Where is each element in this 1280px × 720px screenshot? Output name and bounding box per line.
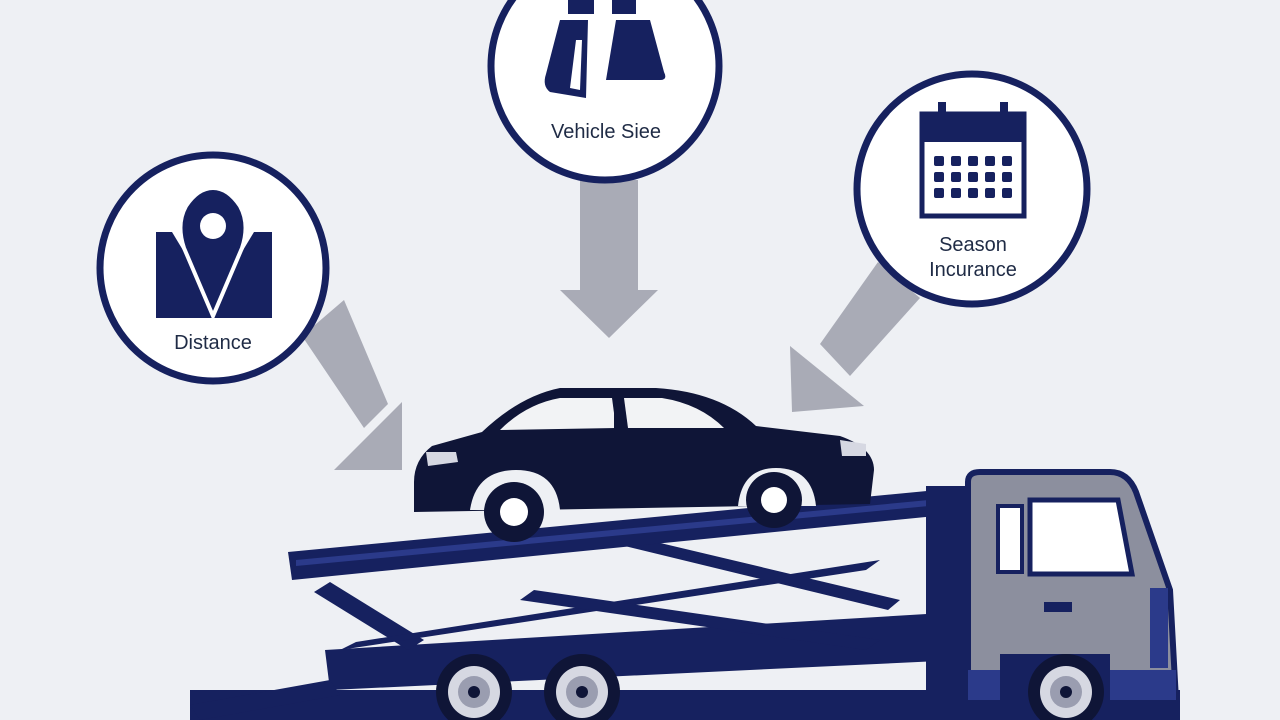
calendar-day-dot: [985, 172, 995, 182]
calendar-day-dot: [934, 172, 944, 182]
calendar-day-dot: [985, 188, 995, 198]
truck-wheel: [544, 654, 620, 720]
location-pin-map-icon: [156, 185, 272, 322]
calendar-day-dot: [951, 188, 961, 198]
lower-deck: [325, 612, 960, 690]
season-label-line2: Incurance: [929, 259, 1017, 281]
truck-cab: [926, 469, 1180, 703]
calendar-icon: [919, 102, 1027, 219]
sedan-car: [414, 388, 874, 542]
calendar-day-dot: [934, 188, 944, 198]
vehicle-size-factor: Vehicle Siee: [487, 0, 723, 184]
arrow-from-distance: [302, 300, 402, 470]
calendar-day-dot: [951, 172, 961, 182]
truck-wheel: [436, 654, 512, 720]
calendar-day-dot: [968, 172, 978, 182]
truck-wheel: [1028, 654, 1104, 720]
calendar-day-dot: [968, 188, 978, 198]
distance-factor: Distance: [96, 151, 330, 385]
car-carrier-truck: [190, 469, 1180, 720]
calendar-day-dot: [985, 156, 995, 166]
vehicle-size-label: Vehicle Siee: [551, 121, 661, 143]
arrow-from-vehicle-size: [560, 180, 658, 338]
calendar-day-dot: [934, 156, 944, 166]
calendar-day-dot: [951, 156, 961, 166]
road-lanes-icon: [544, 0, 666, 98]
arrow-from-season: [790, 262, 920, 412]
season-factor: Season Incurance: [853, 70, 1091, 308]
calendar-day-dot: [968, 156, 978, 166]
calendar-day-dot: [1002, 172, 1012, 182]
calendar-day-dot: [1002, 188, 1012, 198]
distance-label: Distance: [174, 332, 252, 354]
calendar-day-dot: [1002, 156, 1012, 166]
season-label-line1: Season: [939, 234, 1007, 256]
